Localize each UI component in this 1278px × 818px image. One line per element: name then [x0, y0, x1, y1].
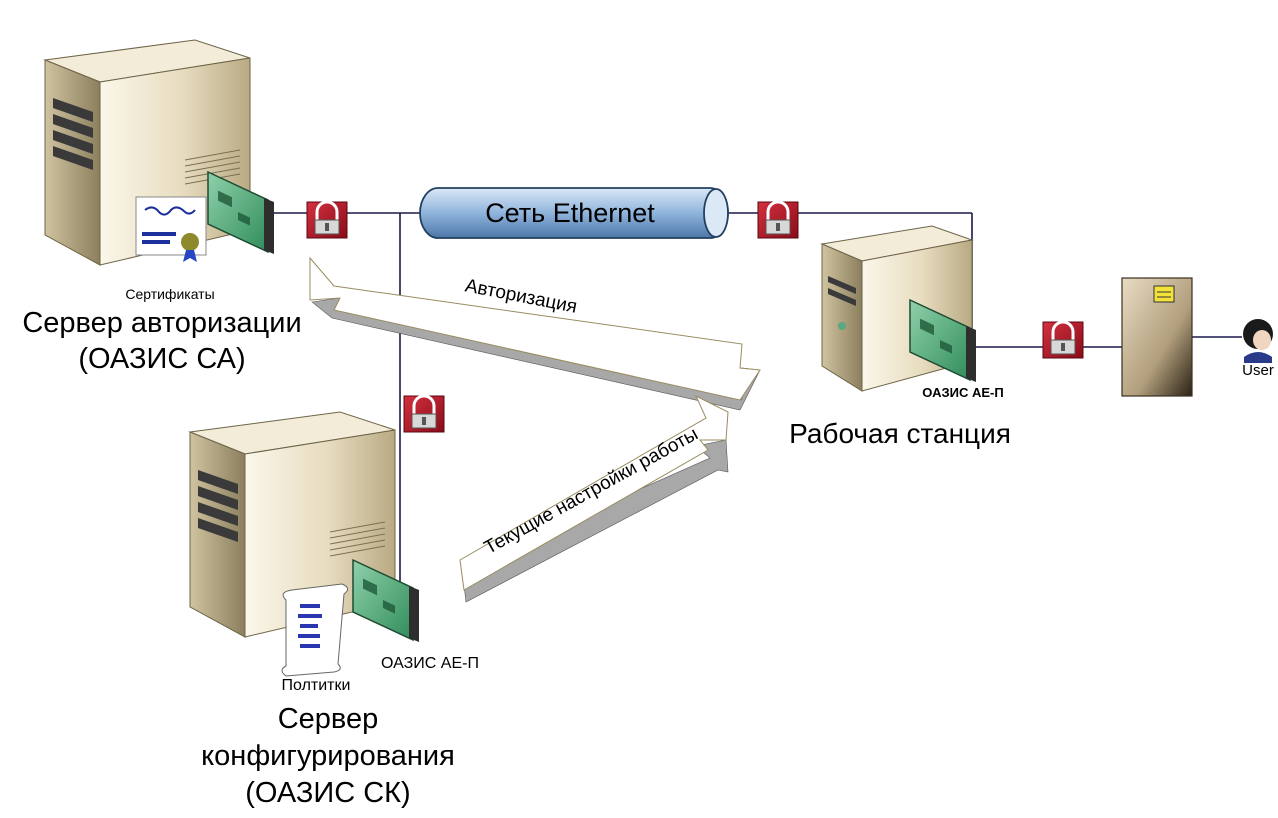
config-server-title-line3: (ОАЗИС СК) [245, 777, 410, 809]
auth-server-subtitle: (ОАЗИС СА) [78, 343, 245, 375]
config-server-title-line2: конфигурирования [201, 740, 455, 772]
policies-label: Полтитки [282, 677, 351, 694]
auth-server-title: Сервер авторизации [22, 307, 301, 339]
lock-icon [1041, 320, 1085, 360]
workstation-card-label: ОАЗИС АЕ-П [922, 385, 1003, 400]
lock-icon [305, 200, 349, 240]
terminal-device [1121, 277, 1193, 397]
lock-icon [756, 200, 800, 240]
settings-arrow: Текущие настройки работы [459, 394, 729, 603]
user-label: User [1242, 362, 1274, 379]
certificate-icon [135, 196, 207, 262]
lock-icon [402, 394, 446, 434]
config-server-title: Сервер [278, 703, 379, 735]
certificates-label: Сертификаты [125, 286, 214, 302]
user-icon [1243, 319, 1273, 363]
authorization-arrow: Авторизация [309, 256, 761, 411]
workstation-title: Рабочая станция [789, 418, 1011, 449]
policies-scroll-icon [281, 583, 348, 677]
ethernet-label: Сеть Ethernet [485, 198, 655, 228]
config-card-label: ОАЗИС АЕ-П [381, 655, 479, 672]
ethernet-network-tube: Сеть Ethernet [419, 187, 729, 239]
